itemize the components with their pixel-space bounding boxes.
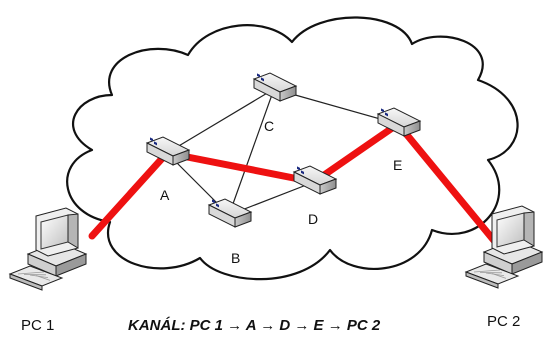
link-a-d (163, 149, 318, 186)
switch-b-icon (207, 198, 253, 228)
node-label-a: A (160, 187, 170, 203)
switch-e-icon (376, 107, 422, 137)
link-a-c (166, 88, 275, 154)
link-e-pc2 (394, 120, 500, 247)
node-label-e: E (393, 157, 402, 173)
computer-pc1-icon (8, 207, 88, 291)
node-label-b: B (231, 250, 240, 266)
switch-d-icon (292, 165, 338, 195)
path-caption: KANÁL: PC 1 → A → D → E → PC 2 (128, 317, 381, 334)
pc-label-1: PC 1 (21, 317, 54, 334)
link-d-e (310, 120, 402, 186)
pc-label-2: PC 2 (487, 313, 520, 330)
switch-c-icon (252, 72, 298, 102)
pcs-layer (8, 205, 544, 291)
links-layer (88, 88, 500, 247)
node-label-d: D (308, 211, 318, 227)
network-cloud (66, 16, 519, 281)
node-label-c: C (264, 118, 274, 134)
switch-a-icon (145, 136, 191, 166)
nodes-layer (145, 72, 422, 228)
link-pc1-a (88, 149, 171, 240)
link-c-b (228, 88, 275, 216)
computer-pc2-icon (464, 205, 544, 289)
